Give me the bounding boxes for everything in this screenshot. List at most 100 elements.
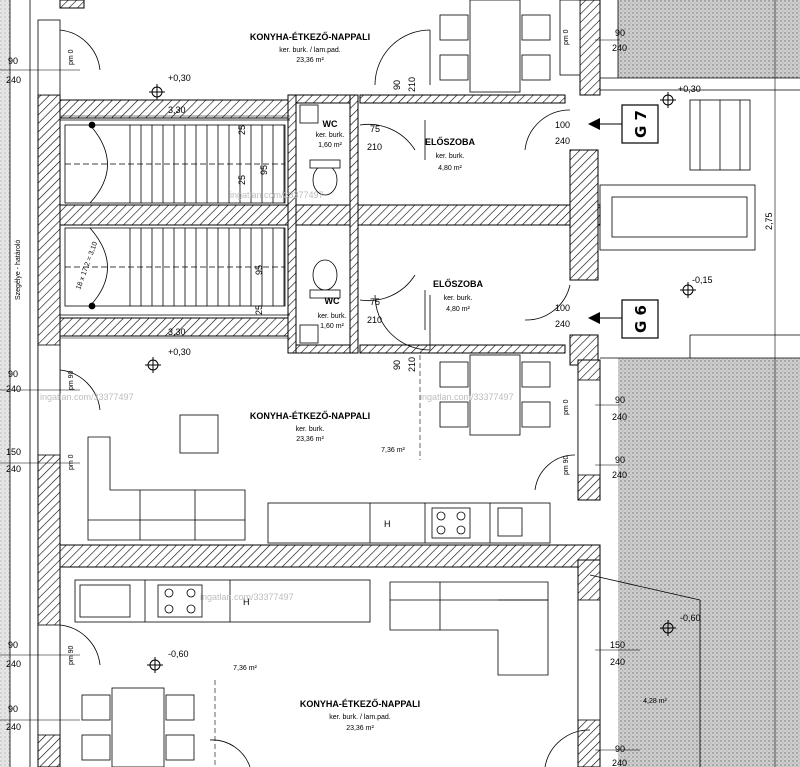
area-pantry-a: 7,36 m² (381, 447, 405, 454)
side-label: Szegélye - határoló (15, 240, 22, 300)
dim-210-a: 210 (367, 142, 382, 152)
left-dim-240-b: 240 (6, 384, 21, 394)
room-name-wc-bottom: WC (325, 296, 340, 306)
level-markers (145, 84, 696, 673)
dim-95-b: 95 (254, 265, 264, 275)
pm-label-3: pm 0 (563, 29, 570, 45)
left-dim-240-c: 240 (6, 464, 21, 474)
right-dim-90-d: 90 (615, 744, 625, 754)
watermark-4: ingatlan.com/33377497 (200, 592, 294, 602)
level-label-6: -0,60 (680, 613, 701, 623)
dim-90-b: 90 (392, 360, 402, 370)
room-name-hall-top: ELŐSZOBA (425, 136, 476, 147)
area-pantry-b: 7,36 m² (233, 665, 257, 672)
dim-100-b: 100 (555, 303, 570, 313)
pm90-label-2: pm 90 (68, 645, 75, 665)
dim-100-a: 100 (555, 120, 570, 130)
unit-markers: G 7 G 6 (588, 104, 659, 339)
right-dim-240-e: 240 (612, 758, 627, 767)
unit-g7-label: G 7 (632, 110, 650, 138)
outlines (9, 0, 800, 767)
dim-275: 2,75 (764, 212, 774, 230)
dim-240-a: 240 (555, 136, 570, 146)
left-dim-240-d: 240 (6, 659, 21, 669)
dim-95-a: 95 (259, 165, 269, 175)
dim-25-c: 25 (254, 305, 264, 315)
room-name-wc-top: WC (323, 119, 338, 129)
room-area-wc-bottom: 1,60 m² (320, 323, 344, 330)
right-dim-150: 150 (610, 640, 625, 650)
dining-furniture (81, 0, 551, 767)
dim-75-a: 75 (370, 124, 380, 134)
dimension-labels: 3,30 3,30 25 25 25 95 95 18 x 17,2 = 3,1… (6, 28, 774, 767)
hood-label-1: H (384, 519, 391, 529)
hood-label-2: H (243, 597, 250, 607)
pm90-label-1: pm 90 (68, 370, 75, 390)
room-labels: KONYHA-ÉTKEZŐ-NAPPALI ker. burk. / lam.p… (233, 31, 667, 732)
kitchen-counters (74, 502, 551, 623)
room-name-kitchen-bottom: KONYHA-ÉTKEZŐ-NAPPALI (300, 698, 420, 709)
left-dim-150: 150 (6, 447, 21, 457)
sofas (87, 414, 549, 676)
left-dim-90-c: 90 (8, 640, 18, 650)
room-finish-hall-bottom: ker. burk. (444, 295, 473, 302)
dim-330-top: 3,30 (168, 105, 186, 115)
unit-g6-label: G 6 (632, 305, 650, 333)
right-dim-240-c: 240 (612, 470, 627, 480)
area-terrace: 4,28 m² (643, 698, 667, 705)
right-dim-90-b: 90 (615, 395, 625, 405)
dim-25-b: 25 (237, 175, 247, 185)
level-labels: +0,30 +0,30 -0,60 +0,30 -0,15 -0,60 (168, 73, 713, 659)
left-dim-240-e: 240 (6, 722, 21, 732)
room-finish-wc-bottom: ker. burk. (318, 313, 347, 320)
dim-75-b: 75 (370, 297, 380, 307)
dim-210-c: 210 (407, 77, 417, 92)
pm90-label-3: pm 90 (563, 455, 570, 475)
room-finish-wc-top: ker. burk. (316, 132, 345, 139)
wc-fixtures (299, 104, 341, 344)
dimension-lines (0, 0, 776, 767)
pm-label-2: pm 0 (68, 454, 75, 470)
room-finish-kitchen-top: ker. burk. / lam.pad. (279, 47, 341, 54)
level-label-3: -0,60 (168, 649, 189, 659)
room-area-wc-top: 1,60 m² (318, 142, 342, 149)
level-label-2: +0,30 (168, 347, 191, 357)
watermarks: ingatlan.com/33377497 ingatlan.com/33377… (40, 190, 514, 602)
room-area-kitchen-mid: 23,36 m² (296, 436, 324, 443)
terrain-left-strip (0, 0, 10, 767)
room-area-hall-top: 4,80 m² (438, 165, 462, 172)
room-name-kitchen-mid: KONYHA-ÉTKEZŐ-NAPPALI (250, 410, 370, 421)
watermark-2: ingatlan.com/33377497 (420, 392, 514, 402)
level-label-1: +0,30 (168, 73, 191, 83)
right-dim-90-a: 90 (615, 28, 625, 38)
left-dim-90-a: 90 (8, 56, 18, 66)
dim-25-a: 25 (237, 125, 247, 135)
right-dim-240-b: 240 (612, 412, 627, 422)
room-finish-kitchen-bottom: ker. burk. / lam.pad. (329, 714, 391, 721)
room-area-kitchen-bottom: 23,36 m² (346, 725, 374, 732)
watermark-1: ingatlan.com/33377497 (230, 190, 324, 200)
dim-90-a: 90 (392, 80, 402, 90)
right-dim-240-a: 240 (612, 43, 627, 53)
room-name-kitchen-top: KONYHA-ÉTKEZŐ-NAPPALI (250, 31, 370, 42)
right-dim-90-c: 90 (615, 455, 625, 465)
left-dim-90-d: 90 (8, 704, 18, 714)
room-finish-hall-top: ker. burk. (436, 153, 465, 160)
left-dim-240-a: 240 (6, 75, 21, 85)
stair-formula: 18 x 17,2 = 3,10 (75, 241, 99, 291)
dim-240-b: 240 (555, 319, 570, 329)
level-label-5: -0,15 (692, 275, 713, 285)
dim-210-b: 210 (367, 315, 382, 325)
room-name-hall-bottom: ELŐSZOBA (433, 278, 484, 289)
right-dim-240-d: 240 (610, 657, 625, 667)
pm-label-4: pm 0 (563, 399, 570, 415)
dim-330-bottom: 3,30 (168, 327, 186, 337)
room-area-hall-bottom: 4,80 m² (446, 306, 470, 313)
pm-label-1: pm 0 (68, 49, 75, 65)
room-finish-kitchen-mid: ker. burk. (296, 426, 325, 433)
dim-210-d: 210 (407, 357, 417, 372)
watermark-3: ingatlan.com/33377497 (40, 392, 134, 402)
terrain-bottom-right (618, 358, 800, 767)
stairs (64, 121, 286, 310)
